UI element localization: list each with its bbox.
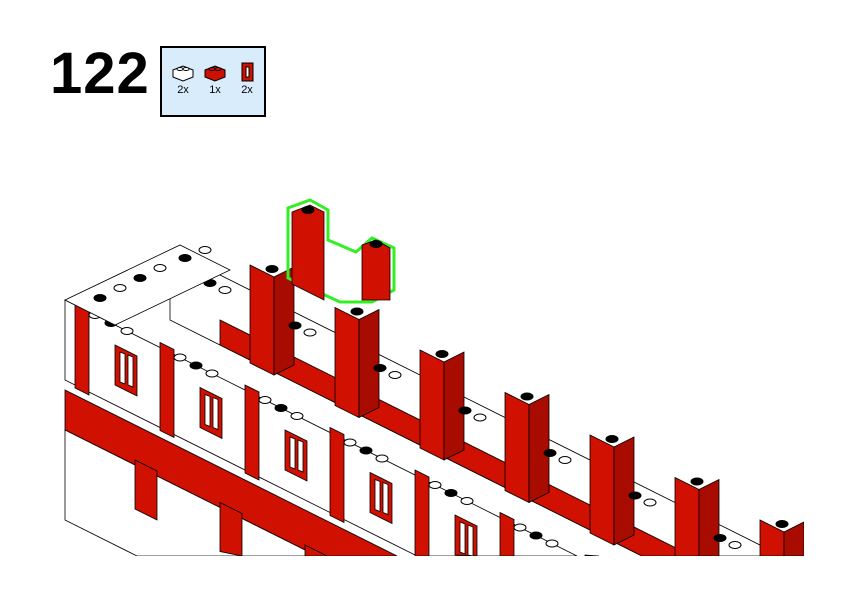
stud (513, 523, 527, 532)
stud (369, 240, 383, 248)
stud (198, 246, 212, 254)
upper-window-column (334, 306, 360, 419)
stud (359, 446, 373, 455)
stud (288, 321, 302, 330)
upper-window-column-side (358, 308, 380, 419)
upper-window-column-side (613, 436, 635, 546)
upper-window-column (504, 391, 530, 504)
stud (628, 491, 642, 500)
red-pillar (159, 341, 175, 439)
stud (690, 477, 704, 486)
stud (728, 541, 742, 549)
stud (444, 489, 458, 497)
window-pane (467, 524, 474, 556)
stud (120, 327, 134, 335)
stud (775, 520, 789, 528)
window-pane (374, 478, 381, 513)
upper-window-column-side (273, 266, 295, 376)
red-pillar (499, 511, 515, 556)
part-white-brick: 2x (168, 62, 198, 96)
stud (373, 364, 387, 372)
white-brick-icon (172, 65, 194, 82)
window-frame (219, 501, 243, 556)
stud (520, 392, 534, 401)
upper-window-column (759, 519, 785, 556)
stud (153, 264, 167, 272)
stud (113, 284, 127, 292)
stud (545, 539, 559, 548)
window-pane (127, 354, 134, 388)
stud (258, 396, 272, 404)
stud (290, 412, 304, 420)
stud (173, 353, 187, 362)
red-brick-icon (204, 65, 226, 82)
new-parts-highlight (286, 198, 396, 304)
window-pane (212, 396, 219, 431)
part-quantity: 1x (209, 84, 221, 96)
red-pillar (414, 469, 430, 556)
window-pane (289, 436, 296, 470)
stud (274, 404, 288, 412)
window-frame (134, 459, 158, 521)
stud (388, 371, 402, 379)
new-window-frame (361, 239, 391, 301)
stud (643, 498, 657, 507)
stud (93, 294, 107, 302)
stud (350, 307, 364, 316)
stud (375, 454, 389, 463)
stud (458, 406, 472, 415)
stud (473, 413, 487, 422)
stud (265, 265, 279, 273)
stud (713, 534, 727, 542)
window-pane (382, 481, 389, 516)
stud (218, 286, 232, 294)
window-pane (459, 521, 466, 555)
upper-window-column (674, 476, 700, 556)
stud (428, 481, 442, 489)
upper-window-column-side (698, 478, 720, 556)
window-pane (297, 439, 304, 473)
corner-top (64, 244, 231, 326)
upper-window-column-side (443, 351, 465, 461)
red-pillar (329, 426, 345, 524)
upper-window-column-side (528, 393, 550, 504)
red-floor-band (64, 389, 398, 556)
stud (303, 328, 317, 337)
stud (529, 531, 543, 540)
new-window-frame (291, 204, 325, 301)
red-pillar (584, 554, 600, 556)
stud (205, 369, 219, 378)
part-red-brick: 1x (200, 62, 230, 96)
stud (460, 497, 474, 505)
upper-window-column (419, 349, 445, 461)
stud (605, 435, 619, 443)
upper-window-column-side (783, 521, 804, 556)
stud (435, 350, 449, 358)
part-window-frame: 2x (232, 62, 262, 96)
upper-window-column (249, 264, 275, 376)
parts-callout: 2x 1x 2x (160, 46, 266, 117)
part-quantity: 2x (241, 84, 253, 96)
step-number: 122 (50, 41, 150, 106)
window-pane (204, 393, 211, 428)
stud (189, 361, 203, 370)
upper-window-column (589, 434, 615, 546)
stud (133, 274, 147, 282)
stud (343, 438, 357, 447)
red-pillar (244, 384, 260, 481)
stud (543, 449, 557, 457)
window-pane (119, 351, 126, 385)
part-quantity: 2x (177, 84, 189, 96)
window-frame (304, 544, 328, 556)
stud (558, 456, 572, 464)
stud (301, 206, 315, 214)
stud (178, 254, 192, 262)
window-frame-icon (241, 62, 254, 82)
red-pillar (74, 299, 90, 396)
